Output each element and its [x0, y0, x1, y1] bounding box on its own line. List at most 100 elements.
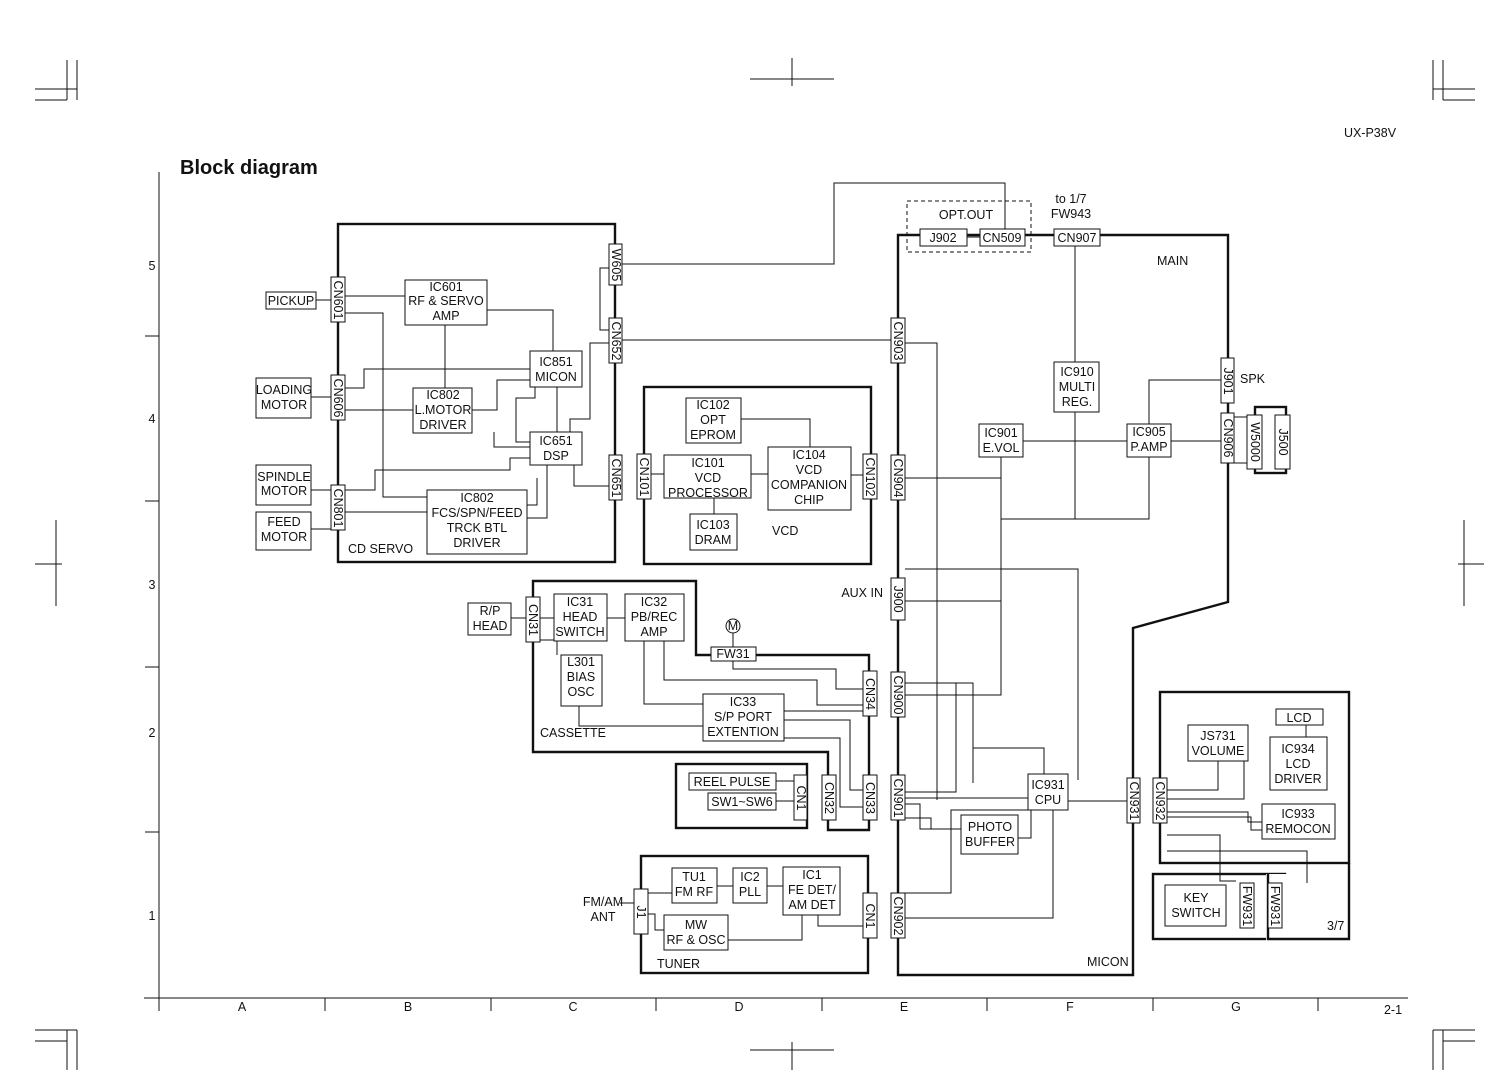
opt-out-area	[906, 200, 1032, 253]
cassette-label: CASSETTE	[540, 726, 606, 740]
aux-in-label: AUX IN	[841, 586, 883, 600]
opt-out-label: OPT.OUT	[939, 208, 994, 222]
motor-icon: M	[728, 619, 738, 633]
j500-connector: J500	[1276, 428, 1290, 455]
cn652-connector: CN652	[609, 322, 623, 361]
cn907-connector: CN907	[1058, 231, 1097, 245]
cn102-connector: CN102	[863, 458, 877, 497]
j1-connector: J1	[634, 905, 648, 918]
cn801-connector: CN801	[331, 489, 345, 528]
row-label: 2	[149, 726, 156, 740]
cassette-board	[531, 579, 871, 832]
micon-label: MICON	[1087, 955, 1129, 969]
row-label: 1	[149, 909, 156, 923]
cn1-reel-connector: CN1	[794, 785, 808, 810]
cn900-connector: CN900	[891, 676, 905, 715]
crop-marks	[35, 58, 1484, 1070]
component-boxes	[255, 228, 1336, 951]
vertical-connectors: CN601 CN606 CN801 W605 CN652 CN651 CN101…	[331, 249, 1290, 936]
fw931-right-connector: FW931	[1268, 886, 1282, 926]
column-label: A	[238, 1000, 247, 1014]
row-label: 4	[149, 412, 156, 426]
cn606-connector: CN606	[331, 379, 345, 418]
page-ref-label: 3/7	[1327, 919, 1344, 933]
cd-servo-label: CD SERVO	[348, 542, 413, 556]
column-label: F	[1066, 1000, 1074, 1014]
cn903-connector: CN903	[891, 322, 905, 361]
cn34-connector: CN34	[863, 678, 877, 710]
cn931-connector: CN931	[1127, 782, 1141, 821]
j901-connector: J901	[1221, 367, 1235, 394]
j900-connector: J900	[891, 585, 905, 612]
main-micon-board	[896, 233, 1230, 977]
cn1-tuner-connector: CN1	[863, 903, 877, 928]
column-label: E	[900, 1000, 908, 1014]
w605-connector: W605	[609, 249, 623, 282]
model-number: UX-P38V	[1344, 126, 1397, 140]
cn904-connector: CN904	[891, 459, 905, 498]
page-title: Block diagram	[180, 157, 318, 179]
cn901-connector: CN901	[891, 779, 905, 818]
row-label: 3	[149, 578, 156, 592]
cn32-connector: CN32	[822, 782, 836, 814]
lcd-block: LCD	[1286, 711, 1311, 725]
reel-pulse-label: REEL PULSE	[694, 775, 771, 789]
cn651-connector: CN651	[609, 459, 623, 498]
column-label: B	[404, 1000, 412, 1014]
main-label: MAIN	[1157, 254, 1188, 268]
vcd-label: VCD	[772, 524, 798, 538]
spk-label: SPK	[1240, 372, 1266, 386]
tuner-label: TUNER	[657, 957, 700, 971]
row-label: 5	[149, 259, 156, 273]
cn902-connector: CN902	[891, 897, 905, 936]
grid-frame: 5 4 3 2 1 A B C D E F G	[144, 172, 1408, 1014]
j902-connector: J902	[929, 231, 956, 245]
wiring	[311, 182, 1308, 941]
cn601-connector: CN601	[331, 281, 345, 320]
cn31-connector: CN31	[526, 604, 540, 636]
w5000-connector: W5000	[1248, 422, 1262, 462]
sw1-sw6-label: SW1~SW6	[711, 795, 773, 809]
column-label: G	[1231, 1000, 1241, 1014]
cn509-connector: CN509	[983, 231, 1022, 245]
cn101-connector: CN101	[637, 458, 651, 497]
pickup-label: PICKUP	[268, 294, 315, 308]
cn906-connector: CN906	[1221, 419, 1235, 458]
column-label: C	[568, 1000, 577, 1014]
fw31-connector: FW31	[716, 647, 749, 661]
column-label: D	[734, 1000, 743, 1014]
